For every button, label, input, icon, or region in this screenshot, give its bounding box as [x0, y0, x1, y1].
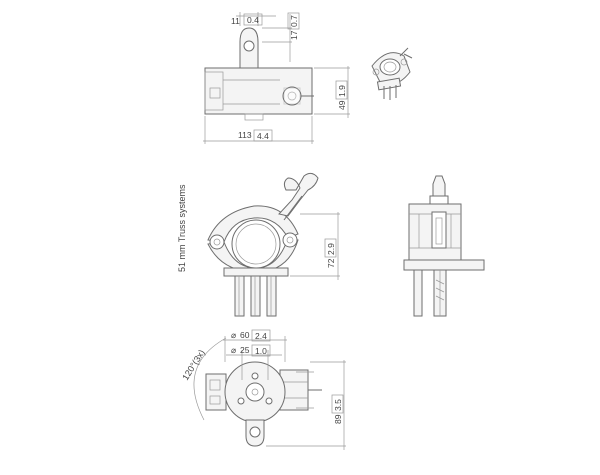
top-view: 11 0.4 17 0.7 49 1.9 113 4.4	[203, 12, 350, 144]
side-height-mm: 72	[326, 258, 336, 268]
truss-systems-label: 51 mm Truss systems	[177, 184, 187, 272]
wing-nut	[278, 172, 319, 217]
top-lug-height-mm: 17	[289, 30, 299, 40]
diameter-60-mm: 60	[240, 330, 250, 340]
disc-hole-right	[265, 397, 273, 405]
top-width-mm: 113	[238, 130, 252, 140]
diameter-60-symbol: ⌀	[231, 330, 237, 340]
side-spigot-right	[266, 275, 277, 317]
side-base-plate	[223, 267, 289, 277]
end-view	[403, 175, 485, 317]
disc-hole-left	[237, 397, 245, 405]
angle-arc	[193, 337, 227, 421]
diameter-25-in: 1.0	[255, 346, 267, 356]
angle-label: 120°(3x)	[180, 348, 207, 382]
isometric-view	[371, 47, 413, 100]
top-view-bottom-tab	[244, 113, 264, 121]
top-width-in: 4.4	[257, 131, 269, 141]
side-height-in: 2.9	[326, 243, 336, 255]
disc-hole-top	[251, 372, 259, 380]
side-spigot-left	[234, 275, 245, 317]
top-view-lug-hole	[243, 40, 255, 52]
bottom-view-left-block	[205, 373, 227, 411]
diameter-25-symbol: ⌀	[231, 345, 237, 355]
disc-center-hole	[251, 388, 259, 396]
end-view-spigot-left	[413, 269, 423, 317]
side-view: 51 mm Truss systems 72 2.9	[177, 172, 340, 317]
right-hinge-pin	[282, 232, 298, 248]
top-view-left-plate	[204, 71, 224, 111]
bottom-view: 120°(3x) ⌀ 60 2.4 ⌀ 25	[180, 329, 346, 450]
bottom-height-in: 3.5	[333, 399, 343, 411]
side-spigot-mid	[250, 275, 261, 317]
top-lug-height-in: 0.7	[289, 15, 299, 27]
end-view-base-plate	[403, 259, 485, 271]
top-lug-width-in: 0.4	[247, 15, 259, 25]
diameter-60-in: 2.4	[255, 331, 267, 341]
diameter-25-mm: 25	[240, 345, 250, 355]
clamp-tube-bore	[231, 219, 281, 269]
top-height-mm: 49	[337, 100, 347, 110]
top-lug-width-mm: 11	[231, 16, 240, 26]
left-hinge-pin	[209, 234, 225, 250]
top-height-in: 1.9	[337, 85, 347, 97]
bottom-height-mm: 89	[333, 414, 343, 424]
